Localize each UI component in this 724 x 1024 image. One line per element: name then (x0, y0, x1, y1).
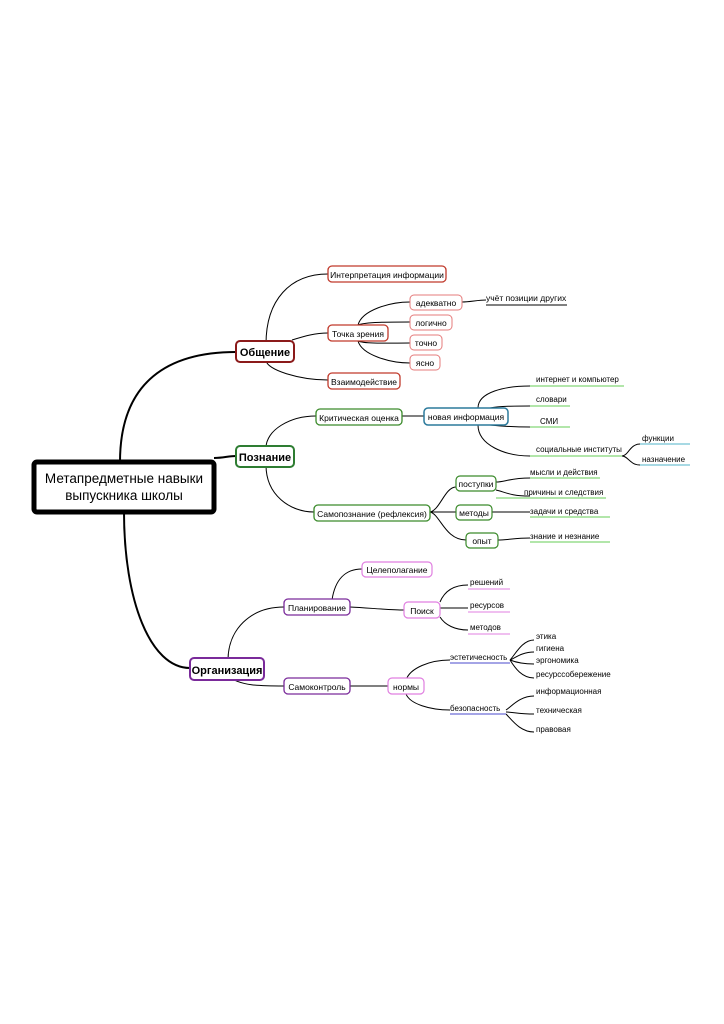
node-clear-label: ясно (416, 358, 435, 368)
node-experience[interactable]: опыт (465, 532, 499, 549)
leaf-thoughts: мысли и действия (530, 468, 598, 477)
node-planning[interactable]: Планирование (283, 598, 351, 616)
leaf-hygiene: гигиена (536, 644, 565, 653)
node-precise[interactable]: точно (409, 334, 443, 351)
node-adequate-label: адекватно (416, 298, 457, 308)
leaf-purpose: назначение (642, 455, 686, 464)
node-logical-label: логично (415, 318, 447, 328)
leaf-ergonomics: эргономика (536, 656, 579, 665)
node-adequate[interactable]: адекватно (409, 294, 463, 311)
node-clear[interactable]: ясно (409, 354, 441, 371)
node-goal-label: Целеполагание (366, 565, 427, 575)
node-goal[interactable]: Целеполагание (361, 561, 433, 578)
node-actions-label: поступки (459, 479, 494, 489)
leaf-causes: причины и следствия (524, 488, 603, 497)
leaf-saving: ресурссобережение (536, 670, 611, 679)
leaf-media: СМИ (540, 417, 558, 426)
leaf-underlines (450, 385, 690, 715)
node-experience-label: опыт (472, 536, 491, 546)
node-communication-label: Общение (240, 347, 290, 359)
root-title-line2: выпускника школы (65, 488, 183, 503)
leaf-safety: безопасность (450, 704, 500, 713)
leaf-technical: техническая (536, 706, 582, 715)
leaf-solutions: решений (470, 578, 503, 587)
node-cognition[interactable]: Познание (235, 445, 295, 468)
node-logical[interactable]: логично (409, 314, 453, 331)
leaf-functions: функции (642, 434, 674, 443)
node-cognition-label: Познание (239, 452, 291, 464)
root-title-line1: Метапредметные навыки (45, 471, 203, 486)
leaf-legal: правовая (536, 725, 571, 734)
leaf-internet: интернет и компьютер (536, 375, 619, 384)
branch-organization: Организация Планирование Целеполагание П… (189, 561, 611, 734)
node-organization[interactable]: Организация (189, 657, 265, 681)
node-communication[interactable]: Общение (235, 340, 295, 363)
node-planning-label: Планирование (288, 603, 346, 613)
leaf-methods: методов (470, 623, 501, 632)
branch-communication: Общение Интерпретация информации Точка з… (235, 265, 567, 390)
node-methods-label: методы (459, 508, 489, 518)
leaf-knowledge: знание и незнание (530, 532, 600, 541)
leaf-social: социальные институты (536, 445, 622, 454)
branch-cognition: Познание Критическая оценка новая информ… (235, 375, 686, 549)
node-self-label: Самопознание (рефлексия) (317, 509, 427, 519)
leaf-dictionaries: словари (536, 395, 567, 404)
node-critical[interactable]: Критическая оценка (315, 408, 403, 426)
node-organization-label: Организация (192, 665, 263, 677)
leaf-resources: ресурсов (470, 601, 504, 610)
node-actions[interactable]: поступки (455, 475, 497, 492)
node-viewpoint[interactable]: Точка зрения (327, 324, 389, 342)
node-norms[interactable]: нормы (387, 677, 425, 695)
node-norms-label: нормы (393, 682, 419, 692)
node-selfcontrol-label: Самоконтроль (288, 682, 346, 692)
root-node[interactable]: Метапредметные навыки выпускника школы (31, 459, 217, 515)
node-self[interactable]: Самопознание (рефлексия) (313, 504, 431, 522)
node-new-info[interactable]: новая информация (423, 407, 509, 426)
node-new-info-label: новая информация (428, 412, 505, 422)
leaf-ethics: этика (536, 632, 557, 641)
node-viewpoint-label: Точка зрения (332, 329, 384, 339)
node-search-label: Поиск (410, 606, 434, 616)
node-interpretation[interactable]: Интерпретация информации (327, 265, 447, 283)
node-methods[interactable]: методы (455, 504, 493, 521)
node-critical-label: Критическая оценка (319, 413, 399, 423)
node-search[interactable]: Поиск (403, 601, 441, 619)
node-interaction-label: Взаимодействие (331, 377, 397, 387)
leaf-others-position: учёт позиции других (486, 293, 567, 303)
leaf-aesthetics: эстетичесность (450, 653, 507, 662)
node-precise-label: точно (415, 338, 437, 348)
node-selfcontrol[interactable]: Самоконтроль (283, 677, 351, 695)
leaf-tasks: задачи и средства (530, 507, 599, 516)
node-interpretation-label: Интерпретация информации (330, 270, 444, 280)
leaf-informational: информационная (536, 687, 601, 696)
node-interaction[interactable]: Взаимодействие (327, 372, 401, 390)
